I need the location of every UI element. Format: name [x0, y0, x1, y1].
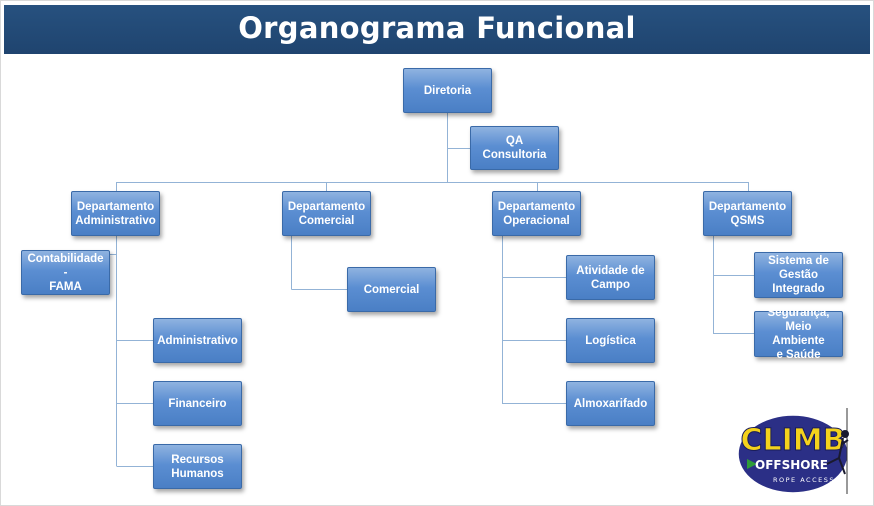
node-departamento-administrativo-label: Departamento Administrativo — [75, 200, 156, 227]
node-sistema-de-gestao-integrado-label: Sistema de Gestão Integrado — [768, 255, 829, 295]
node-seguranca-meio-ambiente-saude-label: Segurança, Meio Ambiente e Saúde — [767, 307, 830, 361]
node-departamento-qsms-label: Departamento QSMS — [708, 200, 787, 227]
node-recursos-humanos: Recursos Humanos — [153, 444, 242, 489]
node-logistica: Logística — [566, 318, 655, 363]
node-financeiro-label: Financeiro — [168, 397, 227, 410]
node-logistica-label: Logística — [585, 334, 636, 347]
node-contabilidade-fama-label: Contabilidade - FAMA — [27, 252, 104, 293]
node-departamento-qsms: Departamento QSMS — [703, 191, 792, 236]
node-qa-consultoria-label: QA Consultoria — [482, 135, 547, 161]
node-departamento-administrativo: Departamento Administrativo — [71, 191, 160, 236]
node-comercial: Comercial — [347, 267, 436, 312]
logo-rope-access-text: ROPE ACCESS — [773, 476, 835, 484]
node-sistema-de-gestao-integrado: Sistema de Gestão Integrado — [754, 252, 843, 298]
page-title: Organograma Funcional — [238, 11, 636, 45]
title-banner: Organograma Funcional — [4, 5, 870, 54]
node-administrativo: Administrativo — [153, 318, 242, 363]
climb-offshore-logo: CLIMB OFFSHORE ROPE ACCESS — [737, 408, 849, 494]
node-departamento-comercial: Departamento Comercial — [282, 191, 371, 236]
node-qa-consultoria: QA Consultoria — [470, 126, 559, 170]
node-seguranca-meio-ambiente-saude: Segurança, Meio Ambiente e Saúde — [754, 307, 843, 361]
node-comercial-label: Comercial — [363, 283, 420, 296]
logo-offshore-text: OFFSHORE — [755, 458, 828, 472]
node-departamento-operacional-label: Departamento Operacional — [497, 200, 576, 227]
node-diretoria: Diretoria — [403, 68, 492, 113]
node-financeiro: Financeiro — [153, 381, 242, 426]
node-contabilidade-fama: Contabilidade - FAMA — [21, 250, 110, 295]
node-administrativo-label: Administrativo — [157, 334, 238, 347]
node-diretoria-label: Diretoria — [423, 84, 472, 97]
node-atividade-de-campo-label: Atividade de Campo — [576, 264, 645, 291]
logo-climb-text: CLIMB — [740, 423, 845, 458]
node-almoxarifado: Almoxarifado — [566, 381, 655, 426]
node-atividade-de-campo: Atividade de Campo — [566, 255, 655, 300]
node-almoxarifado-label: Almoxarifado — [573, 397, 648, 410]
node-departamento-operacional: Departamento Operacional — [492, 191, 581, 236]
node-departamento-comercial-label: Departamento Comercial — [287, 200, 366, 227]
node-recursos-humanos-label: Recursos Humanos — [171, 453, 224, 480]
climber-icon — [826, 408, 849, 494]
